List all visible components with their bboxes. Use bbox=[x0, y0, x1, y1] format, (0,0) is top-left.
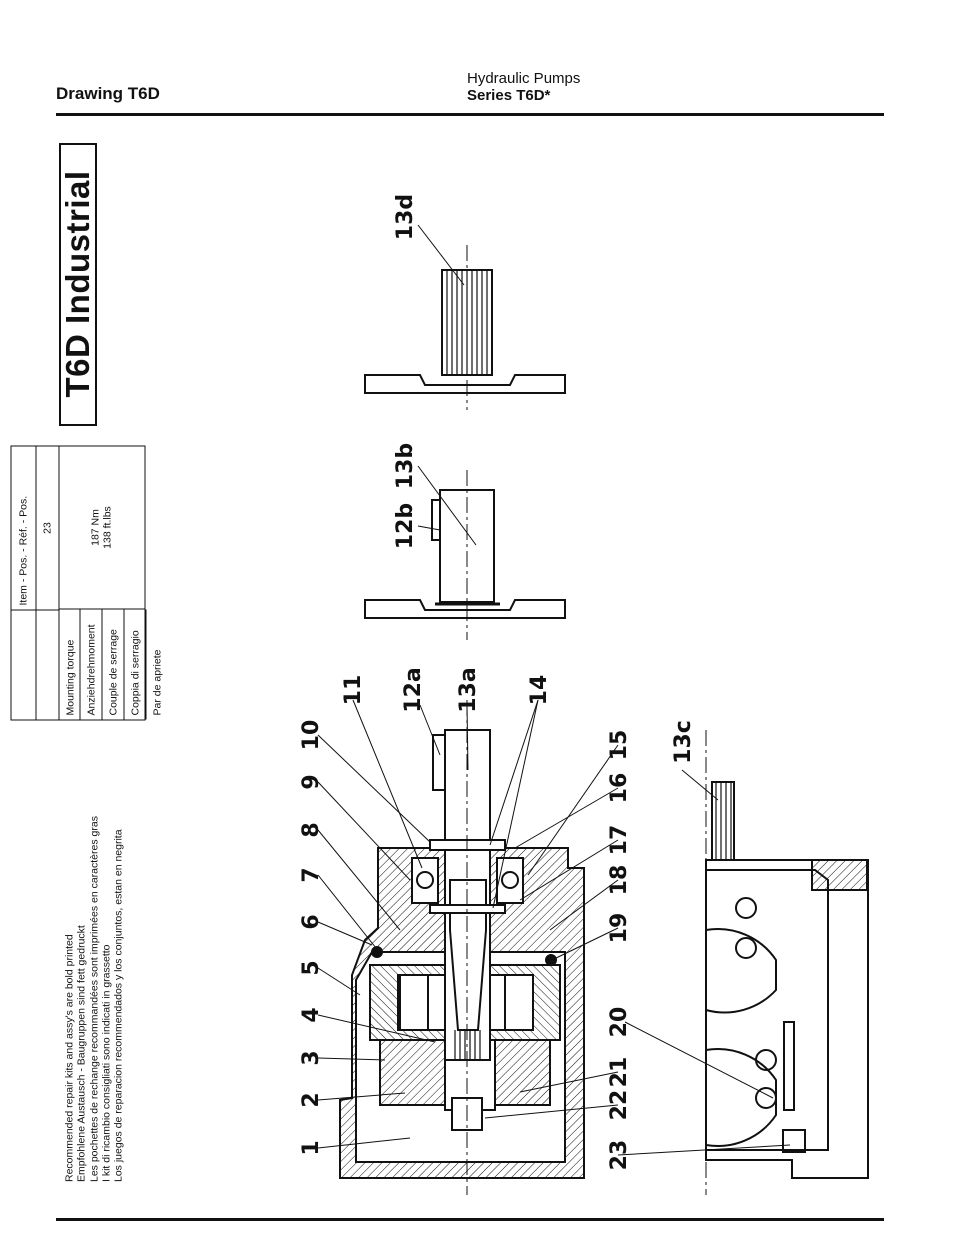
part-label-21: 21 bbox=[607, 1057, 632, 1088]
product-series: Series T6D* bbox=[467, 87, 551, 104]
part-labels: 1 2 3 4 5 6 7 8 9 10 11 12a 13a 14 15 16… bbox=[299, 194, 696, 1171]
pump-cross-section bbox=[339, 729, 585, 1179]
part-label-16: 16 bbox=[607, 773, 632, 804]
part-label-11: 11 bbox=[341, 675, 366, 706]
part-label-13a: 13a bbox=[456, 667, 481, 712]
header-rule bbox=[56, 113, 884, 116]
part-label-13d: 13d bbox=[393, 194, 418, 240]
part-label-5: 5 bbox=[299, 960, 324, 975]
document-title: Drawing T6D bbox=[56, 84, 160, 103]
part-label-12b: 12b bbox=[393, 503, 418, 549]
footer-rule bbox=[56, 1218, 884, 1221]
part-label-3: 3 bbox=[299, 1050, 324, 1065]
part-label-18: 18 bbox=[607, 865, 632, 896]
part-label-13b: 13b bbox=[393, 443, 418, 489]
part-label-12a: 12a bbox=[401, 667, 426, 712]
part-label-14: 14 bbox=[527, 675, 552, 706]
part-label-4: 4 bbox=[299, 1007, 324, 1022]
pump-side-view bbox=[705, 781, 869, 1179]
leader-lines bbox=[317, 224, 791, 1156]
part-label-17: 17 bbox=[607, 825, 632, 856]
product-line: Hydraulic Pumps bbox=[467, 70, 581, 87]
part-label-2: 2 bbox=[299, 1092, 324, 1107]
part-label-1: 1 bbox=[299, 1140, 324, 1155]
brand-box bbox=[59, 143, 97, 426]
part-label-19: 19 bbox=[607, 913, 632, 944]
part-label-9: 9 bbox=[299, 774, 324, 789]
part-label-8: 8 bbox=[299, 822, 324, 837]
part-label-13c: 13c bbox=[671, 720, 696, 764]
part-label-23: 23 bbox=[607, 1140, 632, 1171]
product-series-block: Hydraulic Pumps Series T6D* bbox=[467, 70, 580, 104]
part-label-22: 22 bbox=[607, 1090, 632, 1121]
part-label-15: 15 bbox=[607, 730, 632, 761]
part-label-10: 10 bbox=[299, 720, 324, 751]
part-label-6: 6 bbox=[299, 914, 324, 929]
shaft-variant-d bbox=[364, 269, 566, 394]
part-label-20: 20 bbox=[607, 1007, 632, 1038]
part-label-7: 7 bbox=[299, 867, 324, 882]
